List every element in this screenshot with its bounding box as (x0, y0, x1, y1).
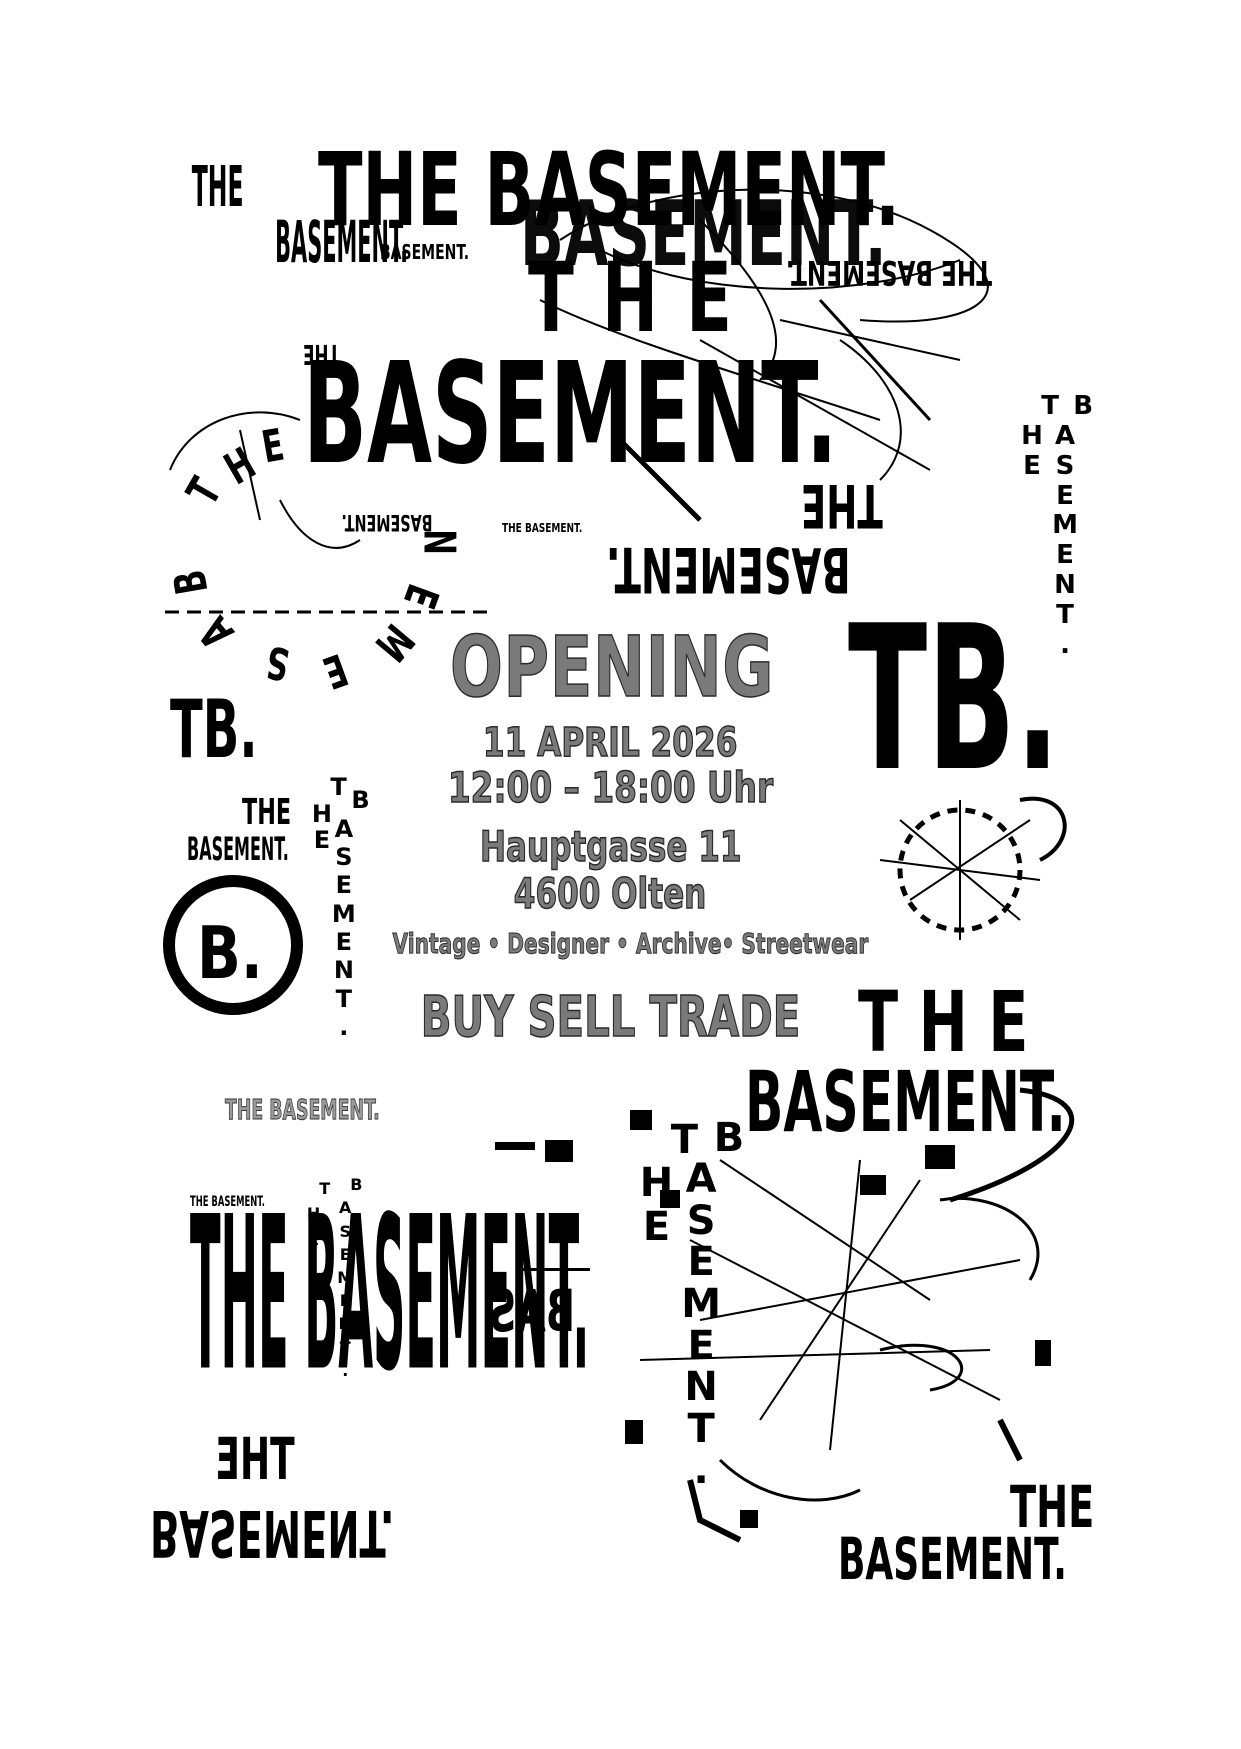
ring-letter-e: E (258, 419, 288, 474)
brand-headline-top-echo: BASEMENT. (520, 190, 887, 280)
brand-tiny-bottom-left: THE BASEMENT. (190, 1195, 265, 1209)
brand-tb-left-text: TB. (170, 683, 258, 776)
brand-basement-right-text: BASEMENT. (745, 1053, 1066, 1151)
brand-vertical-right-basement-text: B A S E M E N T . (1052, 390, 1094, 661)
brand-bas-reversed: BAS (489, 1277, 575, 1345)
brand-stack-topleft: BASEMENT. (275, 213, 408, 271)
event-date-text: 11 APRIL 2026 (483, 719, 739, 767)
brand-upside-the-center-text: THE (800, 470, 883, 540)
brand-bas-reversed-text: BAS (488, 1277, 575, 1345)
brand-vertical-mid-basement: B A S E M E N T . (318, 758, 370, 1069)
brand-vertical-small-bt: T H E (297, 1150, 330, 1278)
brand-mirror-the-bottom: THE (195, 1425, 294, 1493)
brand-tb-big-right: TB. (848, 600, 1060, 800)
brand-vertical-the: THE (191, 155, 244, 220)
event-categories: Vintage • Designer • Archive• Streetwear (10, 927, 1241, 961)
brand-mirror-the-bottom-text: THE (215, 1425, 295, 1493)
brand-huge-basement: BASEMENT. (303, 345, 838, 485)
brand-stack-left-the-text: THE (242, 792, 292, 833)
event-tagline-text: BUY SELL TRADE (420, 984, 801, 1051)
b-circle-logo-text: B. (197, 911, 263, 995)
brand-the-bottom-right-text: THE (1010, 1473, 1095, 1541)
brand-small-under-top-text: BASEMENT. (380, 240, 470, 264)
ring-letter-e3: E (392, 577, 449, 615)
brand-huge-basement-text: BASEMENT. (303, 333, 838, 496)
brand-upside-basement-bottom-text: BASEMENT. (150, 1495, 395, 1569)
event-city: 4600 Olten (0, 868, 1231, 919)
brand-headline-top-text: THE BASEMENT. (318, 131, 900, 250)
brand-mirrored-top-right: THE BASEMENT. (786, 252, 992, 292)
brand-upside-basement-bottom: BASEMENT. (150, 1495, 394, 1569)
event-categories-text: Vintage • Designer • Archive• Streetwear (392, 927, 869, 961)
event-date: 11 APRIL 2026 (0, 719, 1231, 767)
brand-basement-bottom-right-text: BASEMENT. (838, 1525, 1067, 1593)
brand-huge-the: THE (528, 250, 760, 346)
brand-ghost-small: THE BASEMENT. (225, 1093, 380, 1126)
brand-mirrored-top-right-text: THE BASEMENT. (785, 252, 992, 292)
brand-vertical-right-the: T H E (1005, 362, 1059, 511)
brand-vertical-mid-the: T H E (297, 748, 347, 880)
event-street-text: Hauptgasse 11 (479, 821, 742, 872)
brand-headline-top-echo-text: BASEMENT. (520, 182, 887, 287)
brand-the-spaced-right-text: T H E (858, 973, 1029, 1071)
brand-vertical-bottom-the: T H E (615, 1076, 698, 1292)
event-headline: OPENING (0, 617, 1233, 717)
brand-upside-the-center: THE (801, 470, 883, 540)
brand-basement-right: BASEMENT. (745, 1060, 1066, 1144)
ring-letter-b: B (164, 566, 219, 599)
event-headline-text: OPENING (450, 617, 775, 717)
brand-vertical-mid-basement-text: B A S E M E N T . (331, 786, 370, 1041)
brand-huge-the-text: THE (528, 242, 760, 354)
brand-tiny-center-text: THE BASEMENT. (502, 521, 583, 535)
brand-vertical-right-basement: B A S E M E N T . (1037, 362, 1093, 691)
brand-vertical-small-bt-text: T H E (306, 1178, 331, 1249)
brand-small-under-top: BASEMENT. (380, 242, 469, 262)
ring-letter-n: N (413, 529, 465, 555)
brand-vertical-small-basement-text: B A S E M E N T . (337, 1175, 363, 1380)
brand-stack-left-basement: BASEMENT. (187, 833, 289, 865)
brand-vertical-mid-the-text: T H E (311, 773, 347, 855)
brand-the-bottom-right: THE (1010, 1478, 1094, 1536)
brand-vertical-bottom-the-text: T H E (639, 1117, 698, 1250)
event-tagline: BUY SELL TRADE (0, 984, 1231, 1051)
brand-tb-big-right-text: TB. (848, 583, 1060, 816)
brand-headline-top: THE BASEMENT. (318, 140, 900, 242)
brand-basement-bottom-right: BASEMENT. (838, 1530, 1067, 1588)
brand-tiny-center: THE BASEMENT. (502, 522, 582, 534)
event-city-text: 4600 Olten (514, 868, 708, 919)
brand-tb-left: TB. (170, 690, 258, 770)
brand-mirror-the-left: THE (286, 338, 340, 371)
event-time-text: 12:00 – 18:00 Uhr (447, 762, 774, 813)
brand-vertical-small-basement: B A S E M E N T . (328, 1150, 362, 1405)
brand-stack-basement: BASEMENT. (275, 208, 409, 276)
brand-stack-left-basement-text: BASEMENT. (187, 830, 289, 868)
brand-ghost-small-text: THE BASEMENT. (225, 1093, 380, 1126)
brand-the-spaced-right: T H E (858, 980, 1028, 1064)
brand-mirror-the-left-text: THE (302, 338, 340, 371)
brand-tall-bottom-left-text: THE BASEMENT. (190, 1171, 590, 1418)
brand-vertical-right-the-text: T H E (1021, 390, 1059, 481)
brand-vertical-bottom-basement-text: B A S E M E N T . (681, 1114, 745, 1494)
ring-letter-t: T (177, 469, 232, 514)
brand-upside-down-center: BASEMENT. (606, 533, 851, 606)
brand-vertical-left-top: THE (192, 160, 244, 216)
brand-tall-bottom-left: THE BASEMENT. (190, 1189, 589, 1402)
event-time: 12:00 – 18:00 Uhr (0, 762, 1231, 813)
brand-vertical-bottom-basement: B A S E M E N T . (658, 1076, 744, 1534)
brand-stack-left-the: THE (242, 795, 291, 831)
brand-upside-down-center-text: BASEMENT. (605, 533, 851, 606)
event-street: Hauptgasse 11 (0, 821, 1231, 872)
ring-letter-h: H (216, 438, 265, 496)
brand-tiny-bottom-left-text: THE BASEMENT. (190, 1194, 265, 1210)
